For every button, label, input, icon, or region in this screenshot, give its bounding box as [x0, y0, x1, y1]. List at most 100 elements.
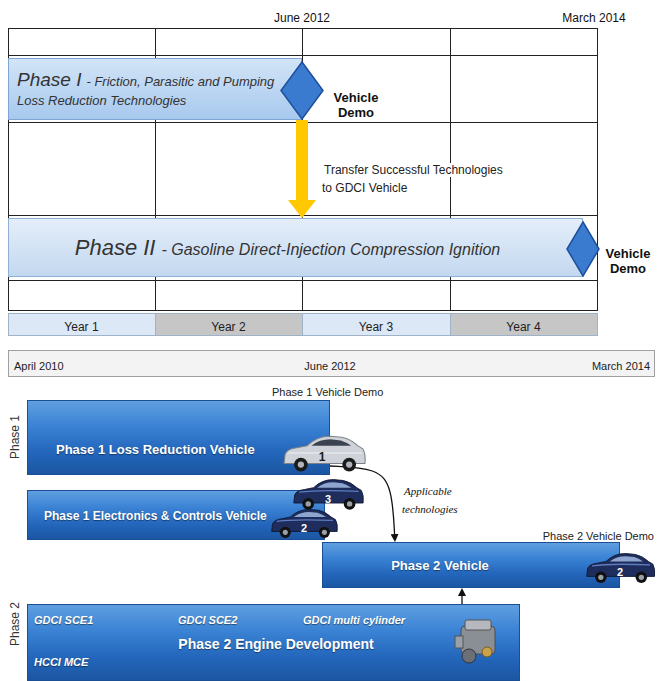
stage-label: HCCI MCE [34, 656, 88, 669]
date-label: June 2012 [304, 360, 355, 373]
label-anchor: Phase 1 [5, 415, 23, 459]
phase-label: Phase 1 [9, 415, 23, 459]
milestone-label: Vehicle Demo [328, 91, 384, 121]
label-anchor: 3 [325, 489, 331, 507]
label-anchor: Applicable technologies [402, 481, 476, 517]
label-anchor: 2 [617, 562, 623, 580]
vehicle-illustration [587, 554, 655, 583]
milestone-diamond: Vehicle Demo [566, 221, 600, 277]
table-frame [9, 29, 598, 311]
vehicle-illustration [272, 509, 338, 537]
label-anchor: March 2014 [562, 8, 625, 26]
text-block: Phase 1 Loss Reduction Vehicle [56, 440, 255, 458]
bar-title: Phase 1 Loss Reduction Vehicle [56, 442, 255, 457]
vehicle-illustration [284, 436, 365, 471]
date-label: March 2014 [562, 12, 625, 26]
stage-label: GDCI SCE2 [178, 614, 237, 627]
demo-label: Phase 1 Vehicle Demo [272, 386, 383, 399]
year-cell [303, 314, 451, 336]
milestone-diamond: Vehicle Demo [280, 61, 324, 120]
text-area: Phase I- Friction, Parasitic and Pumping… [17, 63, 275, 115]
diamond-outline [280, 61, 324, 120]
label-anchor: Year 4 [506, 317, 540, 335]
text-block: Phase I- Friction, Parasitic and Pumping… [17, 69, 275, 109]
label-anchor: Year 2 [211, 317, 245, 335]
stage-label: GDCI SCE1 [34, 614, 93, 627]
text-anchor: GDCI multi cylinder [303, 610, 405, 628]
vehicle-bar: Phase 1 Loss Reduction Vehicle [27, 400, 330, 475]
diamond-shape [281, 62, 323, 119]
label-anchor: 2 [301, 518, 307, 536]
date-bar [9, 351, 655, 377]
text-area: Phase 1 Loss Reduction Vehicle [56, 427, 289, 470]
text-block: Phase II - Gasoline Direct-Injection Comp… [75, 235, 501, 260]
grid-line [8, 215, 597, 216]
flow-arrow [461, 596, 462, 604]
bar-title: Phase 1 Electronics & Controls Vehicle [44, 509, 267, 523]
vehicle-illustration [294, 480, 364, 510]
text-anchor: Phase 2 Engine Development [178, 635, 373, 653]
label-anchor: April 2010 [14, 356, 64, 374]
demo-label: Phase 2 Vehicle Demo [543, 530, 654, 543]
label-anchor: June 2012 [304, 356, 355, 374]
text-area: Phase 2 Vehicle [333, 547, 547, 583]
vehicle-bar: Phase 1 Electronics & Controls Vehicle [27, 490, 325, 540]
date-label: April 2010 [14, 360, 64, 373]
label-anchor: June 2012 [274, 8, 330, 26]
text-area: Phase 1 Electronics & Controls Vehicle [44, 495, 284, 535]
bar-title: Phase 2 Engine Development [178, 636, 373, 652]
text-anchor: Vehicle Demo [328, 91, 384, 121]
text-anchor: Vehicle Demo [603, 247, 653, 277]
year-label: Year 3 [359, 321, 393, 335]
text-area: Phase II - Gasoline Direct-Injection Comp… [17, 223, 558, 272]
year-label: Year 1 [64, 321, 98, 335]
text-anchor: GDCI SCE1 [34, 610, 93, 628]
label-anchor: Year 3 [359, 317, 393, 335]
text-anchor: HCCI MCE [34, 652, 88, 670]
callout-number: 2 [617, 566, 623, 579]
grid-line [8, 280, 597, 281]
transfer-arrow [296, 120, 308, 200]
label-anchor: Phase 1 Vehicle Demo [272, 382, 383, 400]
year-cell [156, 314, 303, 336]
stage-label: GDCI multi cylinder [303, 614, 405, 627]
year-cell [451, 314, 598, 336]
milestone-label: Vehicle Demo [603, 247, 653, 277]
vehicle-bar: Phase 2 Vehicle [322, 542, 620, 588]
phase-title: Phase I [17, 69, 81, 90]
label-anchor: Year 1 [64, 317, 98, 335]
phase-title: Phase II [75, 235, 156, 260]
text-anchor: GDCI SCE2 [178, 610, 237, 628]
engine-bar: Phase 2 Engine Development GDCI SCE1 GDCI … [27, 604, 520, 681]
callout-number: 3 [325, 493, 331, 506]
engine-illustration [455, 620, 495, 663]
label-anchor: 1 [319, 447, 326, 465]
phase-label: Phase 2 [9, 602, 23, 646]
label-anchor: Transfer Successful Technologies to GDCI… [322, 160, 510, 196]
date-label: June 2012 [274, 12, 330, 26]
year-label: Year 2 [211, 321, 245, 335]
text-block: Phase 1 Electronics & Controls Vehicle [44, 506, 267, 524]
year-cell [9, 314, 156, 336]
flow-arrow [330, 466, 395, 534]
year-label: Year 4 [506, 321, 540, 335]
label-anchor: Phase 2 [5, 602, 23, 646]
phase-bar: Phase I- Friction, Parasitic and Pumping… [8, 58, 302, 120]
callout-number: 2 [301, 522, 307, 535]
text-block: Phase 2 Vehicle [391, 556, 489, 574]
year-cells [9, 314, 598, 336]
callout-number: 1 [319, 451, 326, 465]
phase-description: - Gasoline Direct-Injection Compression … [161, 241, 500, 258]
phase-bar: Phase II - Gasoline Direct-Injection Comp… [8, 218, 583, 277]
diamond-outline [566, 221, 600, 277]
grid-lines [8, 28, 597, 310]
edge-label: Applicable technologies [402, 485, 460, 515]
bar-title: Phase 2 Vehicle [391, 558, 489, 573]
grid-line [8, 55, 597, 56]
label-anchor: Phase 2 Vehicle Demo [543, 526, 654, 544]
diamond-shape [567, 222, 599, 276]
date-label: March 2014 [592, 360, 650, 373]
label-anchor: March 2014 [592, 356, 650, 374]
edge-label: Transfer Successful Technologies to GDCI… [322, 163, 503, 195]
